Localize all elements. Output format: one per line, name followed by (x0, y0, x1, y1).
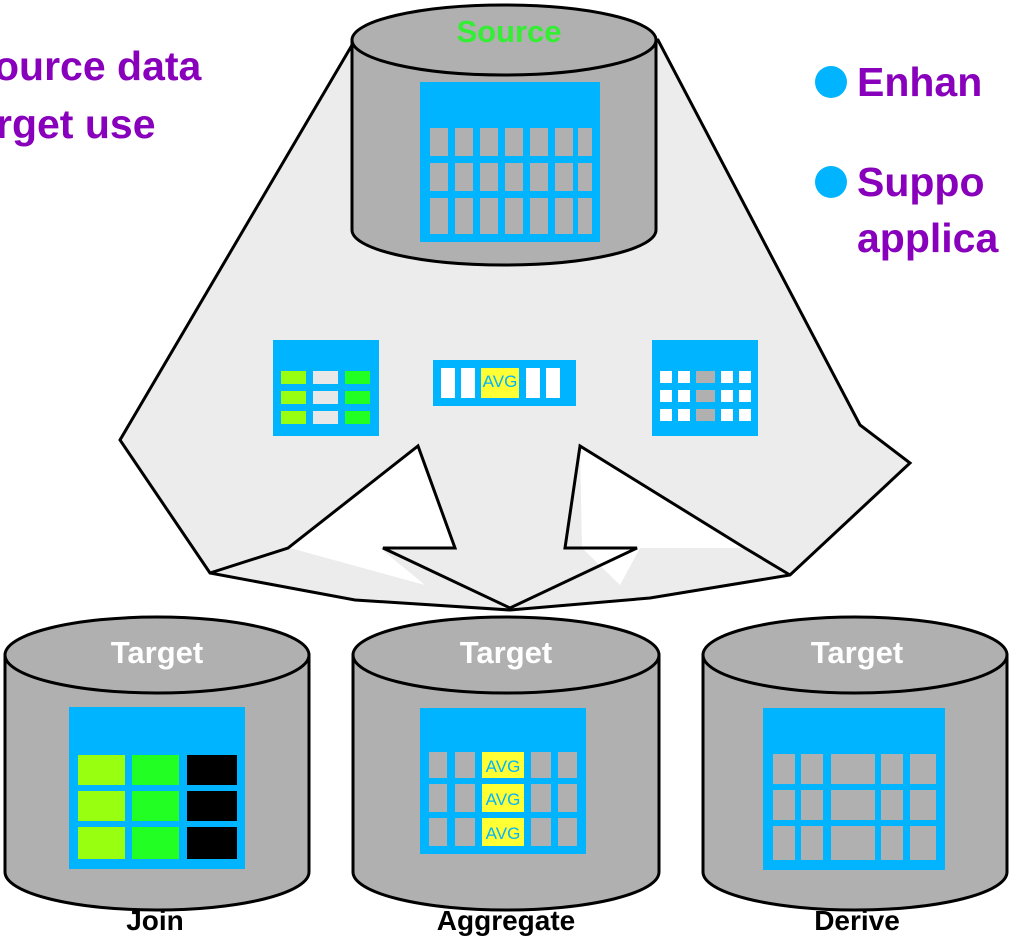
derive-mini-table (652, 340, 758, 436)
target-database-aggregate: Target AVG AVG AVG (351, 615, 661, 912)
split-arrow-shape (118, 38, 913, 612)
source-table-cells (430, 128, 592, 234)
target-label-join: Target (111, 635, 203, 670)
arrow-notch-left (290, 446, 455, 585)
target-label-aggregate: Target (460, 635, 552, 670)
headline-line-1: ource data (0, 43, 203, 89)
aggregate-avg-3: AVG (486, 824, 521, 843)
bullet-text-2-continued: applica (857, 215, 999, 261)
target-label-derive: Target (811, 635, 903, 670)
aggregate-avg-1: AVG (486, 757, 521, 776)
source-label: Source (456, 14, 561, 49)
aggregate-mini-avg: AVG (483, 372, 518, 391)
aggregate-mini-table: AVG (433, 360, 576, 406)
bullet-text-2: Suppo (857, 159, 985, 205)
headline-line-2: rget use (0, 101, 156, 147)
join-mini-table (273, 340, 379, 436)
arrow-notch-right (580, 446, 745, 585)
bullet-dot-2 (815, 166, 847, 198)
arrow-notch-left-outline (209, 443, 791, 610)
source-database: Source (350, 3, 658, 267)
caption-aggregate: Aggregate (437, 905, 575, 936)
caption-derive: Derive (814, 905, 900, 936)
target-database-derive: Target (701, 615, 1009, 912)
target-database-join: Target (3, 615, 311, 912)
bullet-text-1: Enhan (857, 59, 982, 105)
bullet-dot-1 (815, 66, 847, 98)
caption-join: Join (126, 905, 184, 936)
aggregate-avg-2: AVG (486, 790, 521, 809)
